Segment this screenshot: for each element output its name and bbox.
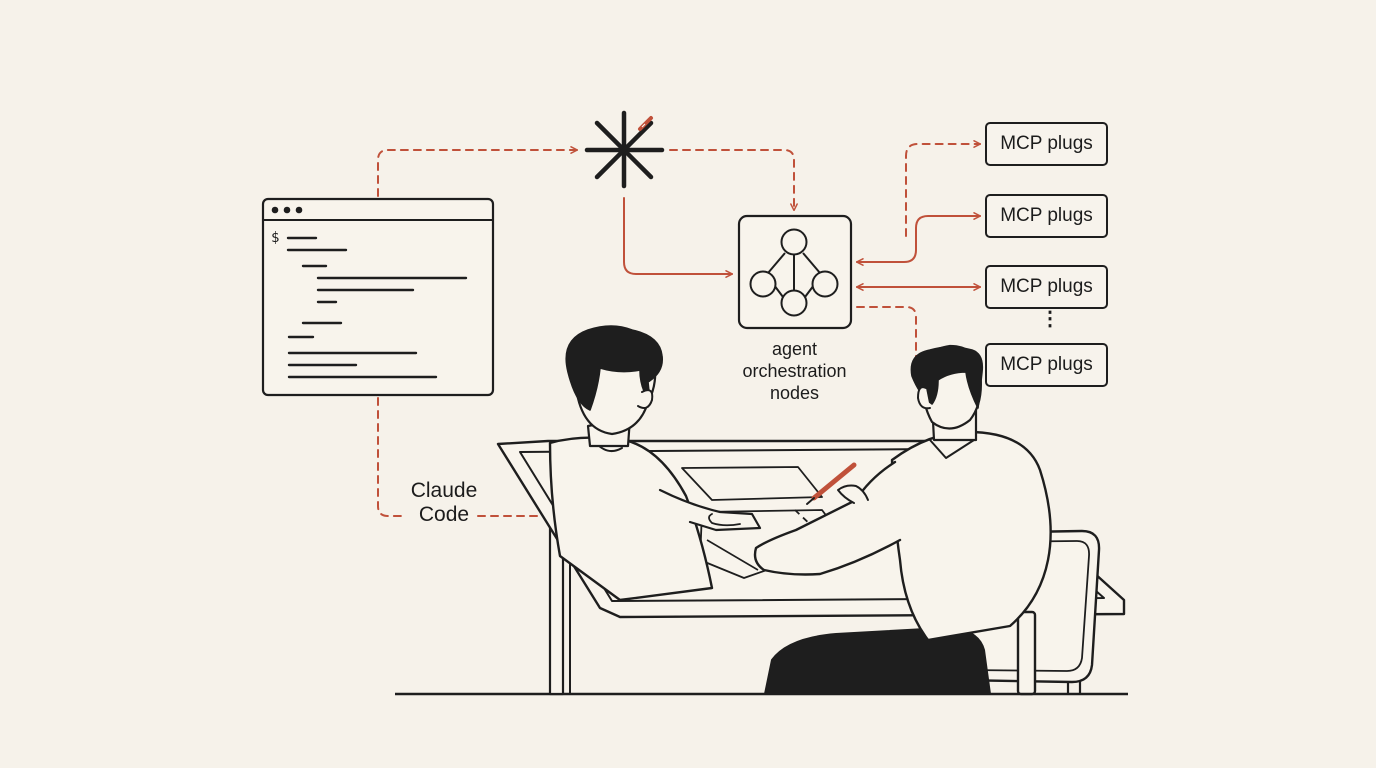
person-back-view xyxy=(548,325,762,602)
arrow-sparkle-to-agent-dashed xyxy=(669,149,798,212)
mcp-plugs-box-2: MCP plugs xyxy=(985,194,1108,238)
vertical-ellipsis: ⋮ xyxy=(1040,308,1060,330)
terminal-window: $ xyxy=(261,197,495,397)
window-dot-icon xyxy=(295,206,303,214)
pencil-icon xyxy=(806,462,857,505)
pencil-mini-icon xyxy=(638,116,653,131)
terminal-prompt: $ xyxy=(271,230,279,246)
arrow-terminal-to-sparkle xyxy=(377,146,579,197)
agent-orchestration-nodes-label: agent orchestration nodes xyxy=(742,339,847,403)
window-dot-icon xyxy=(283,206,291,214)
network-graph-icon xyxy=(749,228,839,317)
arrow-agent-mcp-2 xyxy=(855,212,982,266)
person-drawing xyxy=(753,344,1052,695)
arrow-agent-to-mcp-1 xyxy=(905,140,982,237)
mcp-plugs-box-4: MCP plugs xyxy=(985,343,1108,387)
code-lines xyxy=(286,236,468,379)
window-dot-icon xyxy=(271,206,279,214)
arrow-agent-to-mcp-4 xyxy=(856,306,982,370)
claude-sparkle-icon xyxy=(584,110,665,189)
arrow-terminal-to-desk xyxy=(377,397,405,517)
arrow-sparkle-to-agent-solid xyxy=(623,197,734,278)
claude-code-label: Claude Code xyxy=(410,479,478,526)
agent-orchestration-box xyxy=(737,214,853,330)
mcp-plugs-box-1: MCP plugs xyxy=(985,122,1108,166)
mcp-plugs-box-3: MCP plugs xyxy=(985,265,1108,309)
